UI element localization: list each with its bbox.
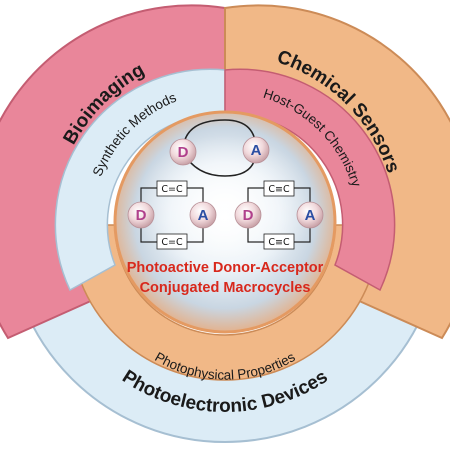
center-title-line1: Photoactive Donor-Acceptor <box>127 260 324 276</box>
bond-label-left-bottom: C=C <box>161 237 183 248</box>
bond-label-right-top: C≡C <box>268 184 290 195</box>
bond-box-left-top <box>156 180 188 197</box>
bond-box-right-top <box>263 180 295 197</box>
donor-sphere-top <box>169 138 197 166</box>
donor-sphere-right <box>234 201 262 229</box>
macrocycle-left: C=C C=C D A <box>127 180 217 250</box>
acceptor-sphere-left <box>189 201 217 229</box>
bond-box-right-bottom <box>263 233 295 250</box>
donor-label-right: D <box>243 207 254 224</box>
acceptor-sphere-right <box>296 201 324 229</box>
bond-label-left-top: C=C <box>161 184 183 195</box>
center-title-line2: Conjugated Macrocycles <box>140 280 311 296</box>
bond-label-right-bottom: C≡C <box>268 237 290 248</box>
donor-sphere-left <box>127 201 155 229</box>
center-disc: D A C=C C=C D A C≡C C≡C D A <box>113 110 337 334</box>
bond-box-left-bottom <box>156 233 188 250</box>
donor-label-left: D <box>136 207 147 224</box>
center-glow <box>135 135 315 275</box>
acceptor-label-right: A <box>305 207 316 224</box>
acceptor-label-left: A <box>198 207 209 224</box>
acceptor-label-top: A <box>251 142 262 159</box>
middle-left-segment <box>54 68 226 292</box>
middle-right-segment <box>224 68 396 292</box>
macrocycle-top: D A <box>169 119 270 177</box>
donor-label-top: D <box>178 144 189 161</box>
macrocycle-right: C≡C C≡C D A <box>234 180 324 250</box>
acceptor-sphere-top <box>242 136 270 164</box>
